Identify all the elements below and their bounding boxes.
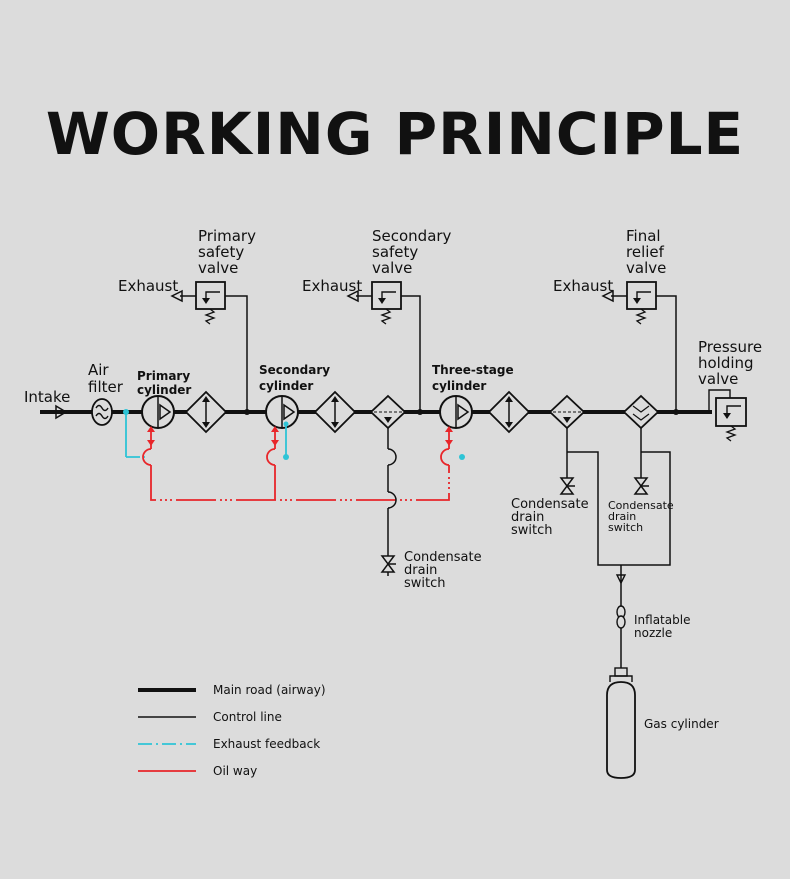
- page-title: WORKING PRINCIPLE: [45, 100, 745, 168]
- separator-icon-2: [548, 394, 586, 430]
- oil-way-lines: [142, 426, 453, 501]
- inflatable-nozzle-label-1: Inflatable: [634, 613, 690, 627]
- cooler-icon-3: [487, 390, 531, 434]
- intake-label: Intake: [24, 388, 70, 406]
- air-filter-label-1: Air: [88, 361, 109, 379]
- three-stage-cylinder-label-1: Three-stage: [432, 363, 514, 377]
- pressure-holding-valve-label-1: Pressure: [698, 338, 762, 356]
- gas-cylinder-label: Gas cylinder: [644, 717, 719, 731]
- condensate-drain-label-1a: Condensate: [404, 550, 482, 565]
- condensate-drain-label-2c: switch: [511, 523, 553, 538]
- three-stage-cylinder-icon: [439, 395, 473, 429]
- secondary-safety-valve-label-1: Secondary: [372, 227, 452, 245]
- air-filter-icon: [91, 398, 113, 426]
- legend-label-main-road: Main road (airway): [213, 683, 326, 697]
- secondary-cylinder-label-2: cylinder: [259, 379, 313, 393]
- legend-label-control-line: Control line: [213, 710, 282, 724]
- exhaust-label-2: Exhaust: [302, 277, 362, 295]
- three-stage-cylinder-label-2: cylinder: [432, 379, 486, 393]
- primary-cylinder-icon: [141, 395, 175, 429]
- secondary-safety-valve-label-2: safety: [372, 243, 418, 261]
- inflatable-nozzle-icon: [616, 605, 626, 629]
- condensate-drain-label-3a: Condensate: [608, 499, 674, 512]
- condensate-drain-label-1c: switch: [404, 576, 446, 591]
- final-relief-valve-icon: [601, 281, 677, 412]
- legend: Main road (airway) Control line Exhaust …: [138, 683, 326, 778]
- exhaust-label-3: Exhaust: [553, 277, 613, 295]
- air-filter-label-2: filter: [88, 378, 124, 396]
- primary-safety-valve-icon: [170, 281, 248, 412]
- primary-cylinder-label-1: Primary: [137, 369, 190, 383]
- primary-safety-valve-label-2: safety: [198, 243, 244, 261]
- pressure-holding-valve-label-2: holding: [698, 354, 754, 372]
- condensate-drain-label-3c: switch: [608, 521, 643, 534]
- condensate-drain-label-1b: drain: [404, 563, 437, 578]
- primary-cylinder-label-2: cylinder: [137, 383, 191, 397]
- secondary-cylinder-label-1: Secondary: [259, 363, 330, 377]
- cooler-icon-1: [184, 390, 228, 434]
- final-relief-valve-label-1: Final: [626, 227, 661, 245]
- condensate-drain-label-2b: drain: [511, 510, 544, 525]
- condensate-drain-label-2a: Condensate: [511, 497, 589, 512]
- secondary-cylinder-icon: [265, 395, 299, 429]
- separator-icon-1: [369, 394, 407, 430]
- legend-label-oil-way: Oil way: [213, 764, 257, 778]
- inflatable-nozzle-label-2: nozzle: [634, 626, 672, 640]
- final-relief-valve-label-2: relief: [626, 243, 665, 261]
- pressure-holding-valve-label-3: valve: [698, 370, 738, 388]
- primary-safety-valve-label-1: Primary: [198, 227, 256, 245]
- cooler-icon-2: [313, 390, 357, 434]
- exhaust-label-1: Exhaust: [118, 277, 178, 295]
- secondary-safety-valve-icon: [346, 281, 421, 412]
- condensate-drain-label-3b: drain: [608, 510, 636, 523]
- filter-icon: [622, 394, 660, 430]
- exhaust-feedback-lines: [123, 409, 465, 460]
- gas-cylinder-icon: [606, 667, 636, 779]
- secondary-safety-valve-label-3: valve: [372, 259, 412, 277]
- primary-safety-valve-label-3: valve: [198, 259, 238, 277]
- pressure-holding-valve-icon: [708, 389, 747, 442]
- final-relief-valve-label-3: valve: [626, 259, 666, 277]
- legend-label-exhaust-feedback: Exhaust feedback: [213, 737, 320, 751]
